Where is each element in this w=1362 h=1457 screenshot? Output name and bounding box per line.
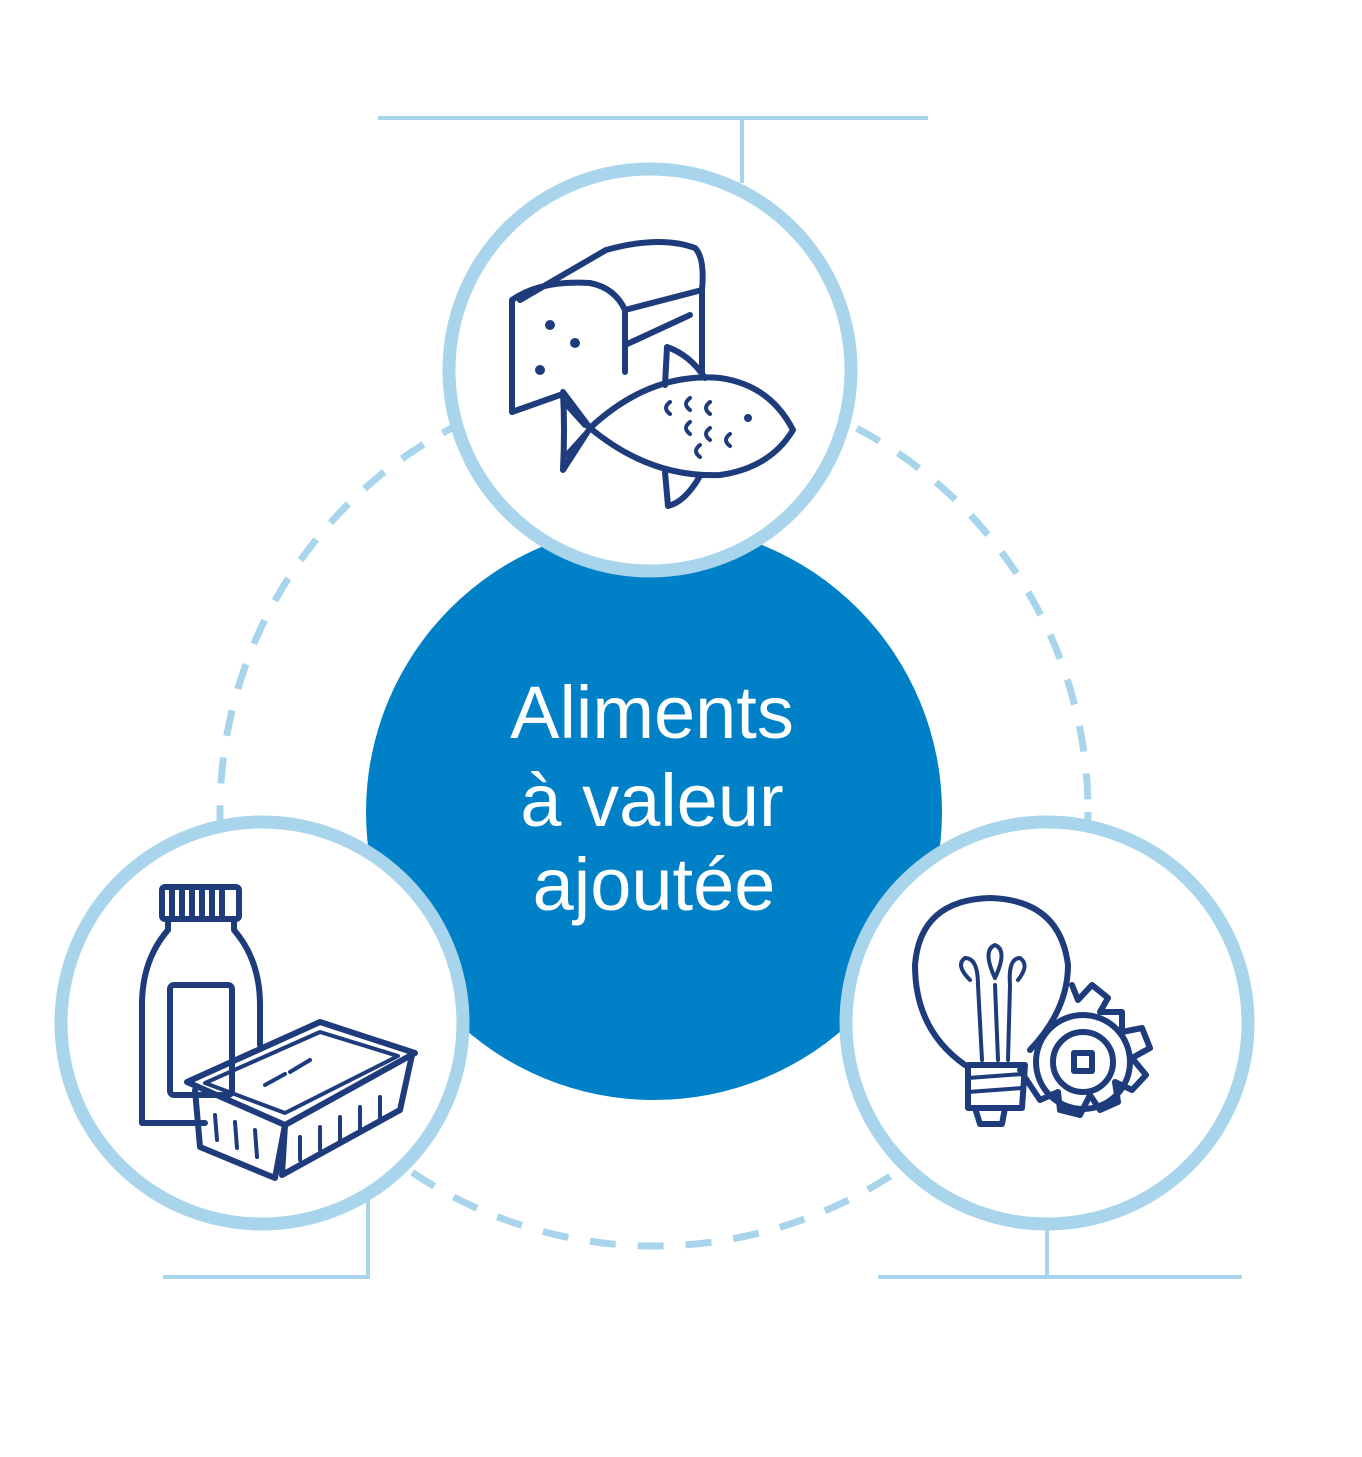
lightbulb-and-gear-icon [912, 895, 1153, 1127]
dashed-connector-ring [216, 374, 1092, 1250]
node-right-ring [839, 815, 1255, 1231]
node-top-ring [442, 162, 858, 578]
left-connector-line [163, 1200, 370, 1279]
node-right [839, 815, 1255, 1231]
center-circle [366, 524, 942, 1100]
node-left [54, 815, 470, 1231]
node-top [442, 162, 858, 578]
center-title-line-1: Aliments [510, 671, 794, 754]
bread-and-fish-icon [509, 239, 796, 509]
center-title-line-3: ajoutée [533, 843, 776, 926]
center-title: Aliments à valeur ajoutée [510, 671, 798, 926]
right-connector-line [878, 1228, 1242, 1279]
bottle-and-food-tray-icon [139, 884, 418, 1181]
top-connector-line [378, 116, 928, 183]
center-title-line-2: à valeur [520, 759, 783, 842]
